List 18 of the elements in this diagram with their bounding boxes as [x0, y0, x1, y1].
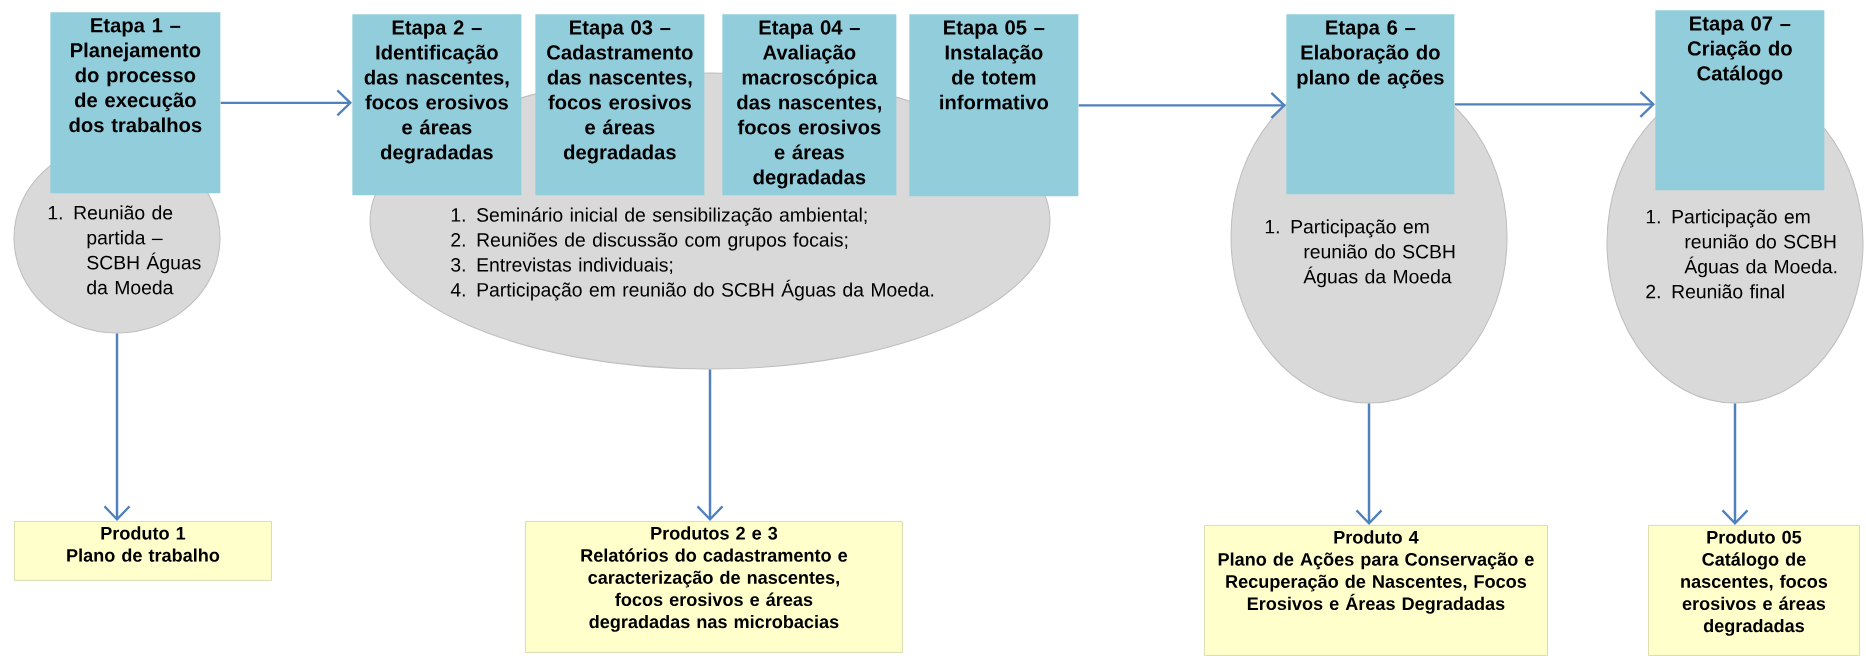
stage-box: Etapa 04 – Avaliação macroscópica das nascentes, focos erosivos e áreas degradadas [722, 14, 897, 196]
arrow [103, 333, 131, 521]
arrow [1721, 403, 1749, 525]
stage-box: Etapa 07 – Criação do Catálogo [1655, 10, 1825, 191]
product-box: Produtos 2 e 3 Relatórios do cadastramento e caracterização de nascentes, focos erosivos e áreas degradadas nas microbacias [525, 521, 903, 653]
arrow [1355, 403, 1383, 525]
product-box: Produto 05 Catálogo de nascentes, focos erosivos e áreas degradadas [1648, 525, 1860, 656]
stage-box: Etapa 1 – Planejamento do processo de execução dos trabalhos [50, 12, 221, 194]
arrow [1078, 92, 1286, 119]
stage-box: Etapa 2 – Identificação das nascentes, focos erosivos e áreas degradadas [352, 14, 522, 196]
arrow [220, 89, 352, 117]
arrow [696, 369, 724, 521]
stage-box: Etapa 03 – Cadastramento das nascentes, focos erosivos e áreas degradadas [535, 14, 705, 196]
arrow [1454, 91, 1655, 118]
product-box: Produto 1 Plano de trabalho [14, 521, 272, 581]
product-box: Produto 4 Plano de Ações para Conservação e Recuperação de Nascentes, Focos Erosivos e Áreas Degradadas [1204, 525, 1548, 656]
stage-box: Etapa 05 – Instalação de totem informativo [909, 14, 1079, 197]
stage-box: Etapa 6 – Elaboração do plano de ações [1286, 14, 1455, 195]
